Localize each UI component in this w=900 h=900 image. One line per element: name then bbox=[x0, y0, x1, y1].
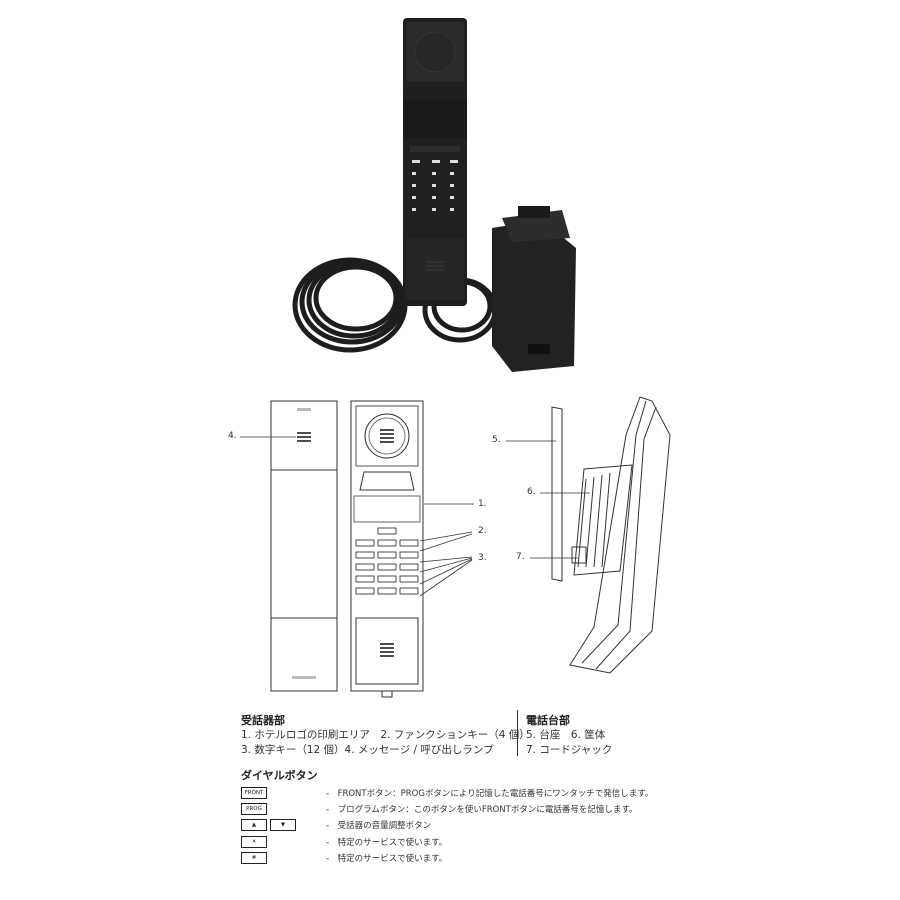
volume-up-key-box: ▲ bbox=[241, 819, 267, 831]
handset-front-diagram bbox=[350, 400, 430, 700]
phone-photo-graphic bbox=[292, 18, 576, 372]
handset-back-graphic bbox=[270, 400, 338, 692]
hash-key-box: # bbox=[241, 852, 267, 864]
base-cradle bbox=[492, 206, 576, 372]
callout-6: 6. bbox=[527, 487, 536, 497]
handset-section-line2: 3. 数字キー（12 個）4. メッセージ / 呼び出しランプ bbox=[241, 744, 494, 756]
lamp-icon bbox=[297, 432, 311, 442]
x-key-box: ✕ bbox=[241, 836, 267, 848]
base-side-graphic bbox=[551, 396, 671, 674]
handset-back-diagram bbox=[270, 400, 340, 700]
handset-front-graphic bbox=[350, 400, 424, 698]
handset-section-line1: 1. ホテルロゴの印刷エリア 2. ファンクションキー（4 個） bbox=[241, 729, 530, 741]
section-divider bbox=[517, 710, 518, 756]
front-key-desc: - FRONTボタン：PROGボタンにより記憶した電話番号にワンタッチで発信しま… bbox=[326, 789, 654, 799]
base-section-title: 電話台部 bbox=[526, 714, 570, 727]
x-key-desc: - 特定のサービスで使います。 bbox=[326, 838, 448, 848]
hash-key-desc: - 特定のサービスで使います。 bbox=[326, 854, 448, 864]
volume-key-desc: - 受話器の音量調整ボタン bbox=[326, 821, 432, 831]
callout-4: 4. bbox=[228, 431, 237, 441]
callout-2: 2. bbox=[478, 526, 487, 536]
dial-section-title: ダイヤルボタン bbox=[241, 769, 318, 782]
prog-key-box: PROG bbox=[241, 803, 267, 815]
callout-5: 5. bbox=[492, 435, 501, 445]
callout-7: 7. bbox=[516, 552, 525, 562]
callout-3: 3. bbox=[478, 553, 487, 563]
base-section-line1: 5. 台座 6. 筐体 bbox=[526, 729, 606, 741]
callout-1: 1. bbox=[478, 499, 487, 509]
base-side-diagram bbox=[540, 395, 700, 685]
keypad-photo bbox=[412, 160, 458, 211]
base-section-line2: 7. コードジャック bbox=[526, 744, 613, 756]
handset-section-title: 受話器部 bbox=[241, 714, 285, 727]
volume-down-key-box: ▼ bbox=[270, 819, 296, 831]
front-key-box: FRONT bbox=[241, 787, 267, 799]
phone-photo bbox=[280, 10, 600, 380]
prog-key-desc: - プログラムボタン：このボタンを使いFRONTボタンに電話番号を記憶します。 bbox=[326, 805, 638, 815]
